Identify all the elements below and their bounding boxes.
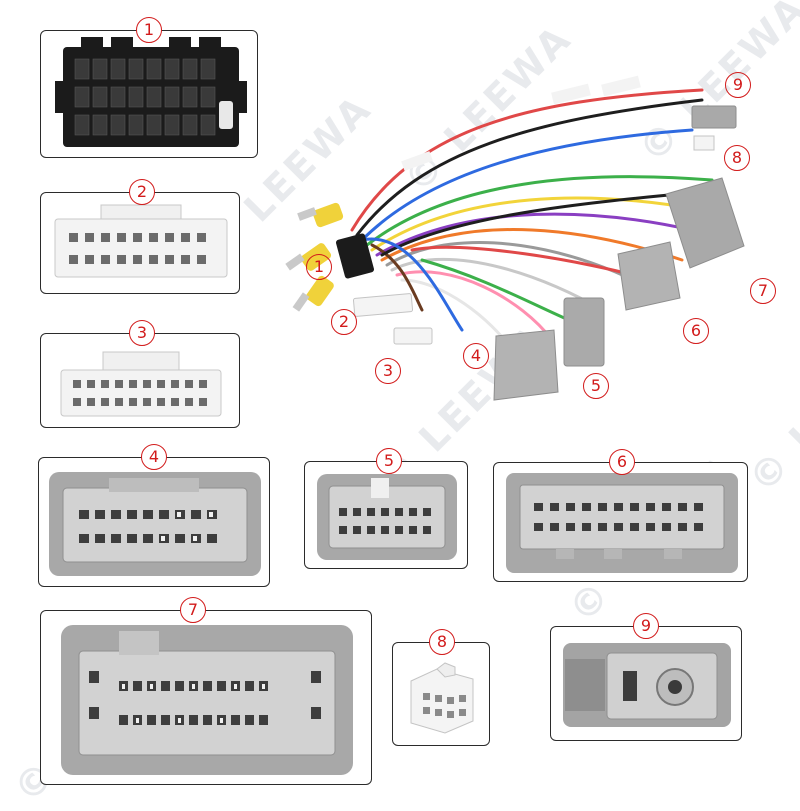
connector-9-image <box>563 643 731 727</box>
connector-3-badge: 3 <box>129 320 155 346</box>
wire <box>370 196 704 252</box>
connector-5-image <box>317 474 457 560</box>
connector-7-image <box>61 625 353 775</box>
connector-1-panel: 1 <box>40 17 258 158</box>
connector-3-image <box>60 351 222 417</box>
connector-1-badge: 1 <box>136 17 162 43</box>
wire <box>375 212 694 257</box>
wire <box>350 88 704 232</box>
harness-label-9: 9 <box>725 72 751 98</box>
harness-label-1: 1 <box>306 254 332 280</box>
connector-3-panel: 3 <box>40 320 240 428</box>
wire <box>365 175 714 247</box>
connector-5-panel: 5 <box>304 448 468 569</box>
connector-1-image <box>55 37 247 147</box>
harness-label-3: 3 <box>375 358 401 384</box>
connector-9-panel: 9 <box>550 613 742 741</box>
harness-label-7: 7 <box>750 278 776 304</box>
connector-8-image <box>410 662 474 734</box>
connector-9-badge: 9 <box>633 613 659 639</box>
connector-6-badge: 6 <box>609 449 635 475</box>
connector-2-badge: 2 <box>129 179 155 205</box>
wire <box>360 237 464 332</box>
wiring-harness-image <box>285 75 745 401</box>
harness-label-6: 6 <box>683 318 709 344</box>
wire <box>370 243 424 312</box>
wire <box>360 128 694 242</box>
harness-label-8: 8 <box>724 145 750 171</box>
wire <box>355 98 704 237</box>
connector-2-panel: 2 <box>40 179 240 294</box>
harness-label-5: 5 <box>583 373 609 399</box>
connector-4-panel: 4 <box>38 444 270 587</box>
harness-label-4: 4 <box>463 343 489 369</box>
connector-8-badge: 8 <box>429 629 455 655</box>
connector-2-image <box>54 204 228 278</box>
connector-4-image <box>49 472 261 576</box>
wire <box>395 270 554 342</box>
connector-4-badge: 4 <box>141 444 167 470</box>
connector-8-panel: 8 <box>392 629 490 746</box>
connector-5-badge: 5 <box>376 448 402 474</box>
connector-6-image <box>506 473 738 573</box>
connector-6-panel: 6 <box>493 449 748 582</box>
harness-label-2: 2 <box>331 309 357 335</box>
connector-7-badge: 7 <box>180 597 206 623</box>
connector-7-panel: 7 <box>40 597 372 785</box>
